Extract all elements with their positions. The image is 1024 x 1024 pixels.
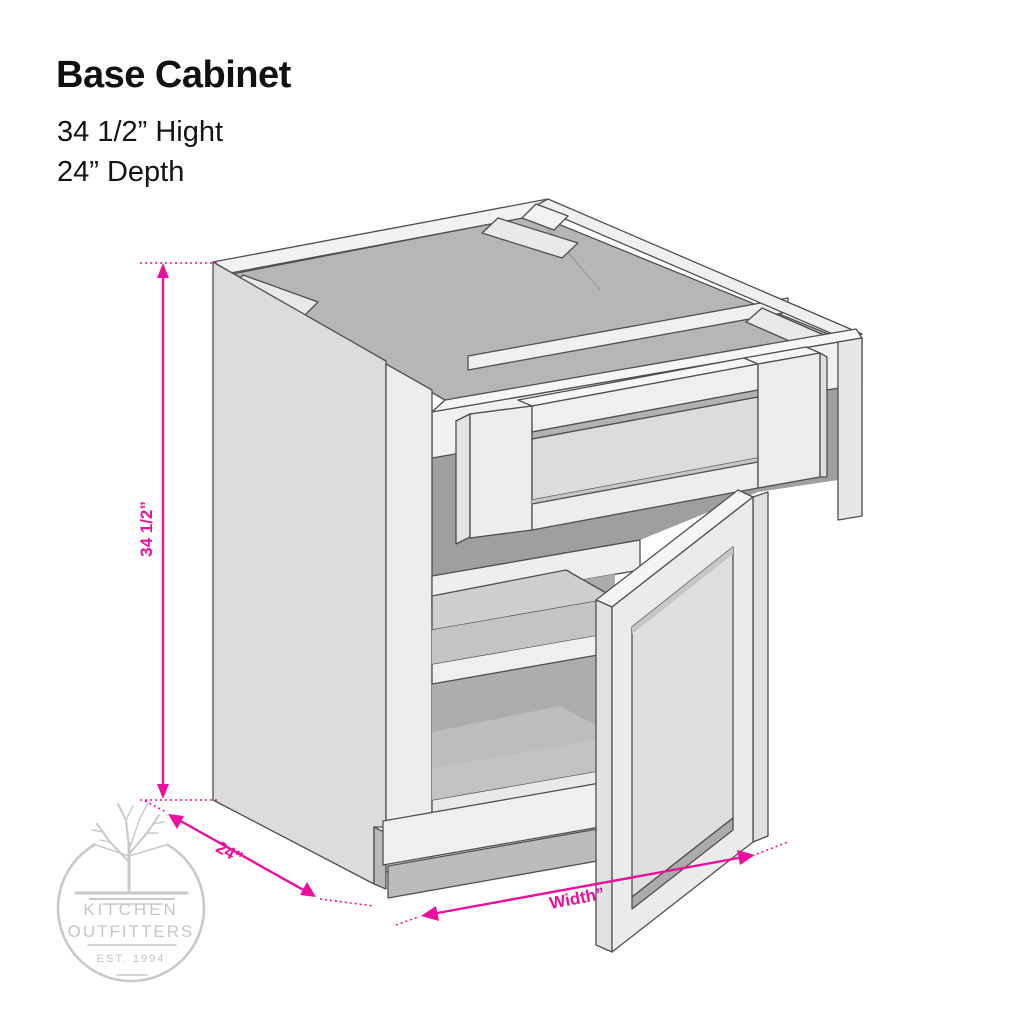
page-title: Base Cabinet [56, 54, 291, 96]
logo-watermark [56, 800, 206, 983]
cabinet-door [595, 489, 769, 953]
logo-established: EST. 1994 [96, 953, 166, 965]
drawer-front [455, 346, 828, 545]
bare-tree-icon [91, 800, 167, 895]
logo-ground [74, 891, 189, 905]
subtitle-height: 34 1/2” Hight [57, 116, 224, 148]
lower-interior [431, 569, 616, 820]
height-dimension-arrow [140, 262, 218, 801]
depth-dimension-arrow [144, 800, 375, 907]
subtitle-depth: 24” Depth [57, 156, 185, 188]
logo-circle [56, 843, 206, 983]
width-dimension-arrow [395, 841, 789, 926]
logo-line2: OUTFITTERS [67, 922, 195, 941]
side-panel [212, 261, 387, 890]
logo-dividers [87, 944, 177, 976]
dimension-annotations [140, 262, 789, 926]
logo-line1: KITCHEN [83, 900, 179, 919]
height-dimension-label: 34 1/2” [137, 501, 156, 557]
